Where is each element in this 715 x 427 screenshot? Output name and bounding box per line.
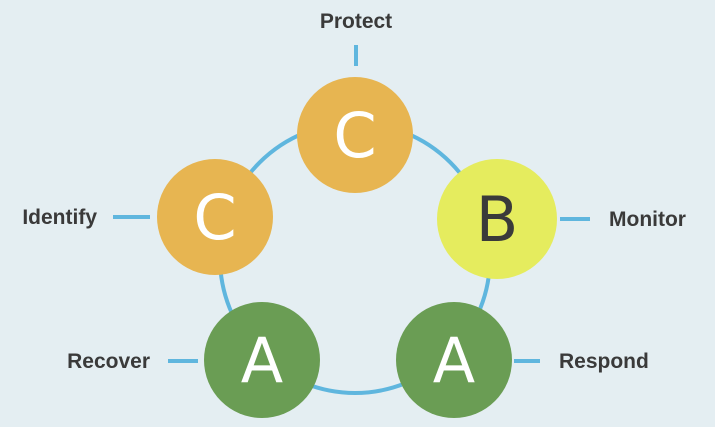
node-circle-respond — [396, 302, 512, 418]
connector-lines — [113, 45, 590, 363]
node-letter-respond: A — [433, 324, 475, 397]
node-letter-recover: A — [241, 324, 283, 397]
node-letter-monitor: B — [476, 183, 519, 256]
node-identify: C — [157, 159, 273, 275]
node-circle-protect — [297, 77, 413, 193]
label-identify: Identify — [22, 206, 97, 229]
node-letter-protect: C — [333, 99, 376, 172]
node-respond: A — [396, 302, 512, 418]
node-circle-recover — [204, 302, 320, 418]
node-circle-monitor — [437, 159, 557, 279]
node-protect: C — [297, 77, 413, 193]
label-protect: Protect — [320, 10, 392, 33]
node-recover: A — [204, 302, 320, 418]
label-respond: Respond — [559, 350, 649, 373]
label-monitor: Monitor — [609, 208, 686, 231]
node-monitor: B — [437, 159, 557, 279]
node-circle-identify — [157, 159, 273, 275]
label-recover: Recover — [67, 350, 150, 373]
node-letter-identify: C — [193, 181, 236, 254]
